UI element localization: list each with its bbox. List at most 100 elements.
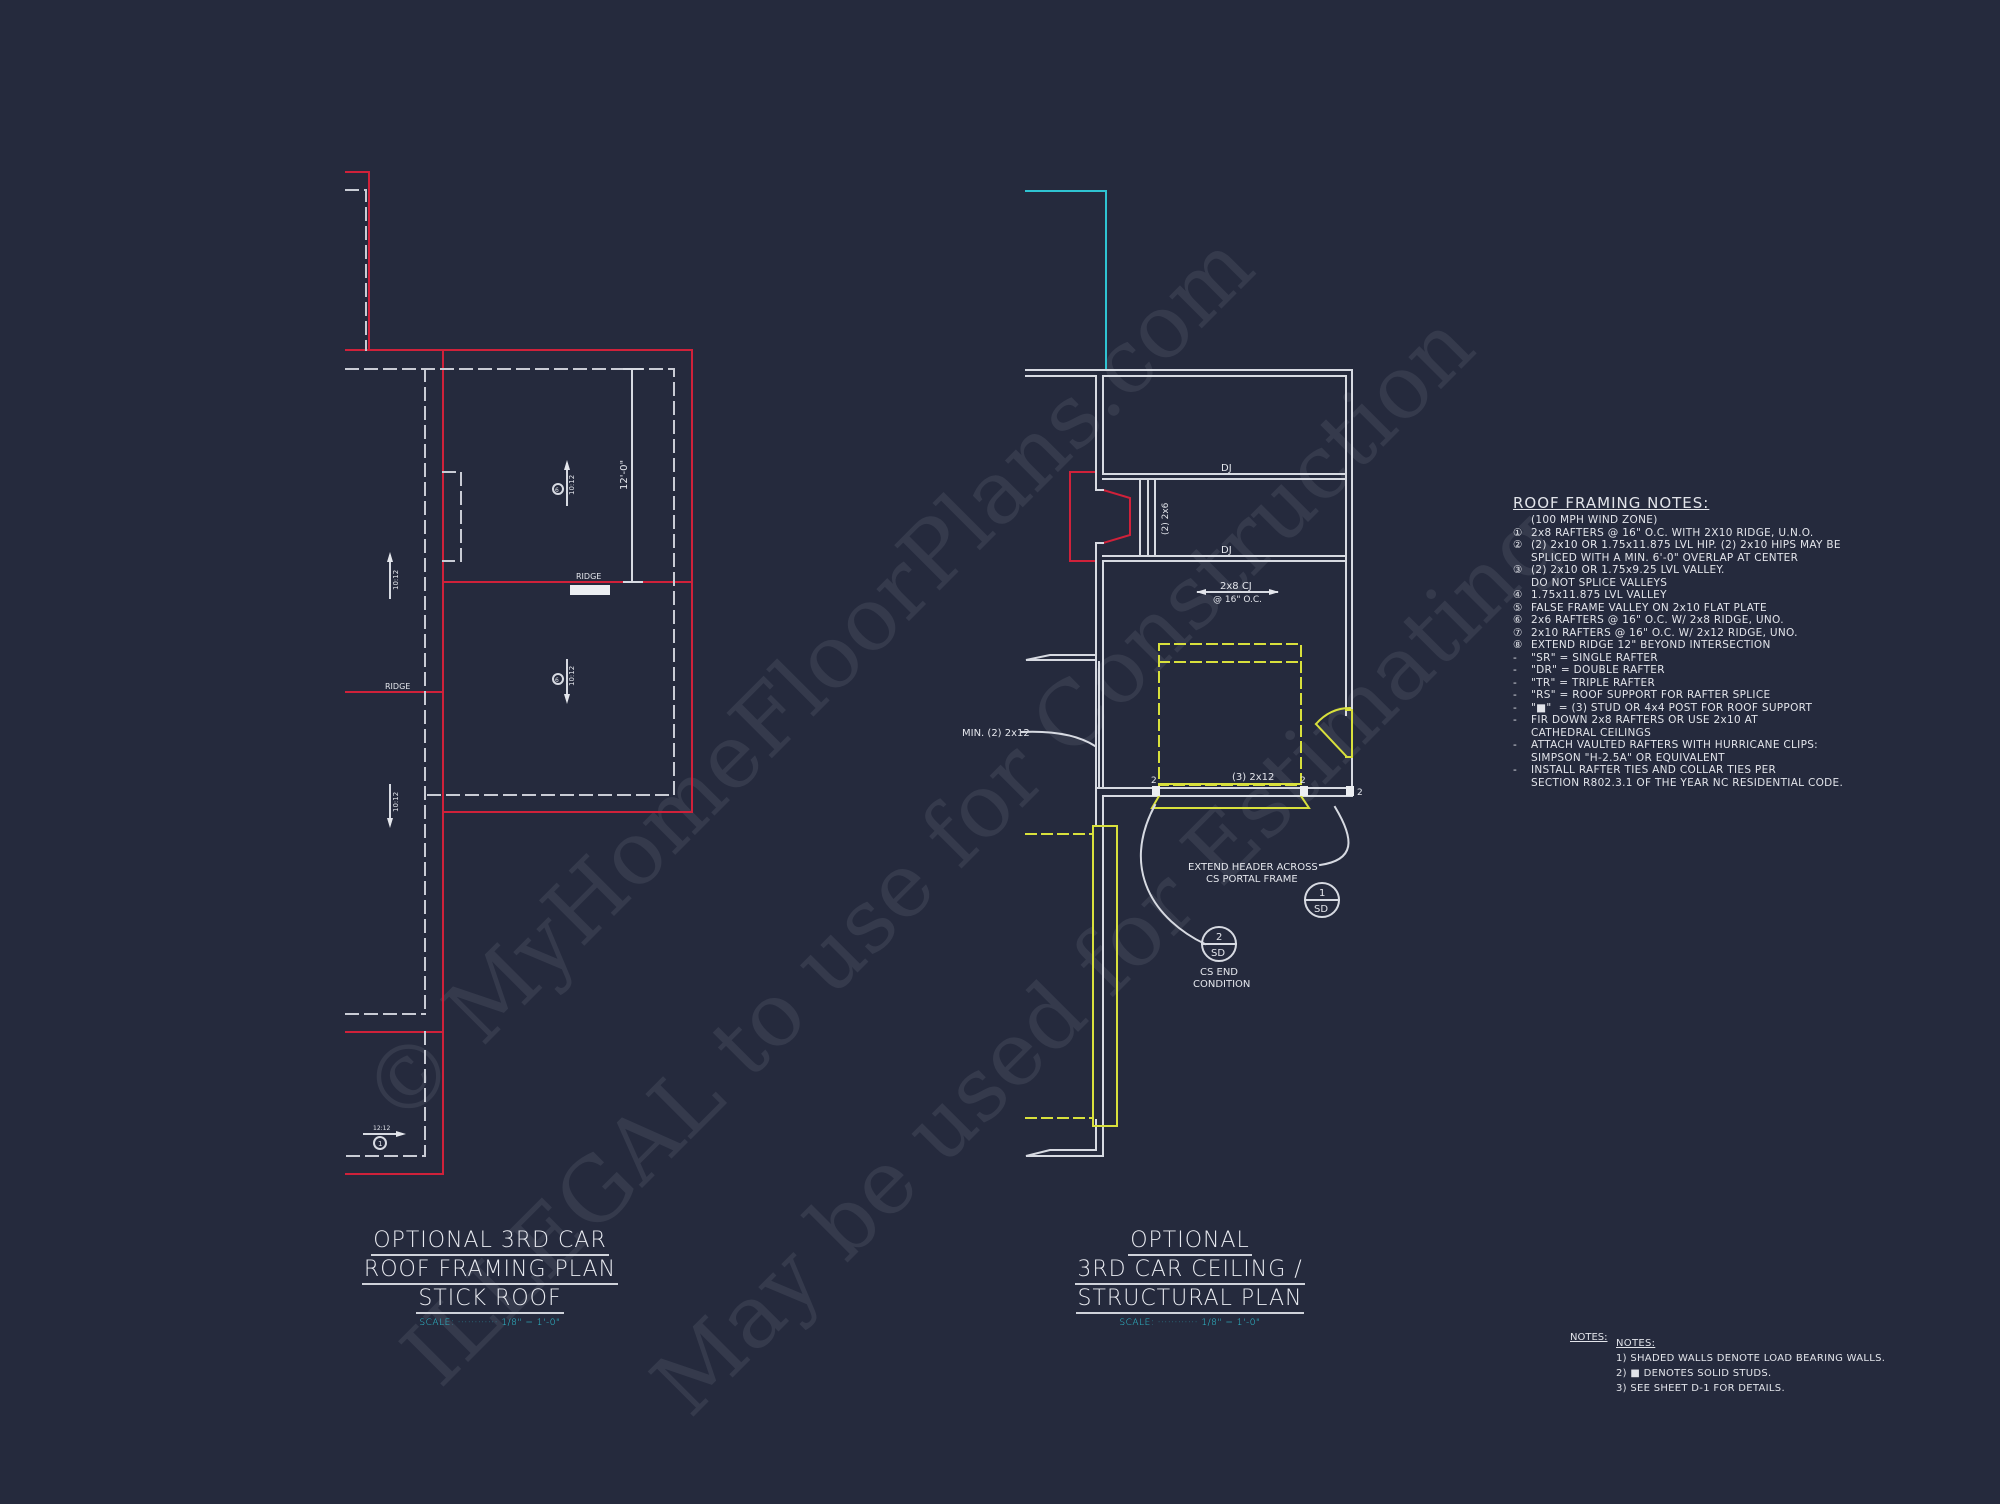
note-mark: -	[1513, 676, 1518, 689]
cs-end-label-2: CONDITION	[1193, 979, 1250, 990]
solid-stud-post	[1346, 786, 1354, 796]
note-mark: ⑦	[1513, 626, 1523, 639]
note-row: SECTION R802.3.1 OF THE YEAR NC RESIDENT…	[1513, 777, 1843, 790]
exterior-wall-top-right-outer	[1025, 369, 1353, 789]
note-mark: -	[1513, 701, 1518, 714]
note-tag-6: 6	[555, 487, 559, 494]
solid-stud-post	[1300, 786, 1308, 796]
note-text: CATHEDRAL CEILINGS	[1531, 726, 1652, 739]
roof-edge-upper-left	[345, 171, 370, 351]
roof-plan-title-line-2: ROOF FRAMING PLAN	[361, 1257, 619, 1285]
note-text: INSTALL RAFTER TIES AND COLLAR TIES PER	[1531, 764, 1777, 776]
note-text: 2x8 RAFTERS @ 16" O.C. WITH 2X10 RIDGE, …	[1531, 526, 1814, 539]
rafter-arrow-upper: 6 10:12	[552, 460, 576, 506]
leader-line	[1139, 803, 1207, 946]
arrow-head	[1269, 589, 1279, 595]
min-header-label: MIN. (2) 2x12	[962, 728, 1030, 739]
note-text: DO NOT SPLICE VALLEYS	[1531, 576, 1668, 589]
detail-bubble-1[interactable]: 1 SD	[1304, 882, 1340, 918]
note-row: -"TR" = TRIPLE RAFTER	[1513, 677, 1843, 690]
note-text: (2) 2x10 OR 1.75x11.875 LVL HIP. (2) 2x1…	[1531, 539, 1841, 551]
note-row: (100 MPH WIND ZONE)	[1513, 514, 1843, 527]
leader-line	[1318, 805, 1350, 867]
ridge-label-upper: RIDGE	[576, 572, 601, 581]
note-row: - "DR" = DOUBLE RAFTER	[1513, 664, 1843, 677]
exterior-wall-left	[1025, 560, 1097, 661]
note-mark: ②	[1513, 539, 1523, 551]
note-text: ATTACH VAULTED RAFTERS WITH HURRICANE CL…	[1531, 739, 1819, 751]
note-mark: ⑥	[1513, 614, 1523, 626]
detail-sheet: SD	[1314, 904, 1328, 915]
roof-framing-notes-title: ROOF FRAMING NOTES:	[1513, 494, 1710, 512]
note-row: - INSTALL RAFTER TIES AND COLLAR TIES PER	[1513, 764, 1843, 777]
arrow-head	[1196, 589, 1206, 595]
rafter-arrow-lower: 6 10:12	[552, 659, 576, 704]
note-mark: -	[1513, 664, 1518, 676]
detail-bubble-2[interactable]: 2 SD	[1201, 926, 1237, 962]
dj-label-bottom: DJ	[1221, 545, 1232, 556]
note-row: ③(2) 2x10 OR 1.75x9.25 LVL VALLEY.	[1513, 564, 1843, 577]
wall-jog	[1095, 471, 1104, 491]
note-row: -"RS" = ROOF SUPPORT FOR RAFTER SPLICE	[1513, 689, 1843, 702]
note-text: "SR" = SINGLE RAFTER	[1531, 651, 1658, 664]
note-row: SIMPSON "H-2.5A" OR EQUIVALENT	[1513, 752, 1843, 765]
extend-header-label-2: CS PORTAL FRAME	[1206, 874, 1298, 885]
note-mark: ④	[1513, 589, 1523, 601]
detail-sheet: SD	[1211, 948, 1225, 959]
note-text: (100 MPH WIND ZONE)	[1531, 514, 1658, 526]
pitch-label: 10:12	[392, 792, 400, 812]
ceiling-plan-title-block: OPTIONAL 3RD CAR CEILING / STRUCTURAL PL…	[1055, 1228, 1325, 1328]
note-text: "DR" = DOUBLE RAFTER	[1531, 664, 1665, 676]
exterior-wall-top-left	[1025, 375, 1097, 473]
wall-dashed-corner	[345, 1031, 426, 1157]
door-leaf	[1314, 722, 1348, 758]
rafter-arrow-left-lower: 10:12	[387, 784, 400, 828]
wall-dashed-upper	[345, 189, 367, 351]
roof-plan-title-line-3: STICK ROOF	[416, 1286, 564, 1314]
general-notes-body: NOTES: 1) SHADED WALLS DENOTE LOAD BEARI…	[1616, 1336, 1885, 1396]
general-notes: NOTES:	[1570, 1332, 1608, 1343]
note-text: "■" = (3) STUD OR 4x4 POST FOR ROOF SUPP…	[1531, 701, 1813, 714]
cj-label-2: @ 16" O.C.	[1213, 595, 1262, 605]
general-note-item: 3) SEE SHEET D-1 FOR DETAILS.	[1616, 1383, 1785, 1394]
roof-framing-plan: 12'-0" RIDGE RIDGE 6 10:12 6 10:12 10:12	[345, 171, 693, 1175]
post-label: 2	[1151, 776, 1157, 786]
note-mark: -	[1513, 764, 1518, 776]
note-row: SPLICED WITH A MIN. 6'-0" OVERLAP AT CEN…	[1513, 552, 1843, 565]
pitch-label: 12:12	[373, 1125, 390, 1132]
note-text: FALSE FRAME VALLEY ON 2x10 FLAT PLATE	[1531, 601, 1767, 614]
rafter-arrow-left-upper: 10:12	[387, 552, 400, 599]
beam-2x6-label: (2) 2x6	[1161, 502, 1171, 535]
note-mark: -	[1513, 651, 1518, 664]
door-swing-arc	[1314, 706, 1352, 726]
roof-framing-notes: ROOF FRAMING NOTES: (100 MPH WIND ZONE) …	[1513, 494, 1843, 789]
note-row: -FIR DOWN 2x8 RAFTERS OR USE 2x10 AT	[1513, 714, 1843, 727]
general-note-item: 1) SHADED WALLS DENOTE LOAD BEARING WALL…	[1616, 1353, 1886, 1364]
pitch-label: 10:12	[568, 666, 576, 686]
dj-label-top: DJ	[1221, 463, 1232, 474]
wall-dashed-niche	[442, 471, 462, 562]
note-row: ④ 1.75x11.875 LVL VALLEY	[1513, 589, 1843, 602]
header-3x-label: (3) 2x12	[1232, 772, 1274, 783]
pitch-label: 10:12	[392, 570, 400, 590]
existing-reference-line	[1025, 190, 1107, 371]
note-mark: -	[1513, 689, 1518, 701]
cs-portal-frame	[1092, 825, 1118, 1127]
wall-jog	[1095, 542, 1104, 562]
note-text: SPLICED WITH A MIN. 6'-0" OVERLAP AT CEN…	[1531, 551, 1799, 564]
fireplace-firebox	[1101, 488, 1131, 545]
note-text: FIR DOWN 2x8 RAFTERS OR USE 2x10 AT	[1531, 714, 1758, 726]
dimension-label: 12'-0"	[619, 460, 630, 490]
interior-wall-line	[1102, 375, 1347, 716]
note-text: 1.75x11.875 LVL VALLEY	[1531, 589, 1667, 601]
note-text: SIMPSON "H-2.5A" OR EQUIVALENT	[1531, 751, 1725, 764]
note-mark: -	[1513, 739, 1518, 751]
roof-plan-title-block: OPTIONAL 3RD CAR ROOF FRAMING PLAN STICK…	[355, 1228, 625, 1328]
detail-number: 1	[1319, 888, 1325, 899]
solid-stud-post	[1152, 786, 1160, 796]
